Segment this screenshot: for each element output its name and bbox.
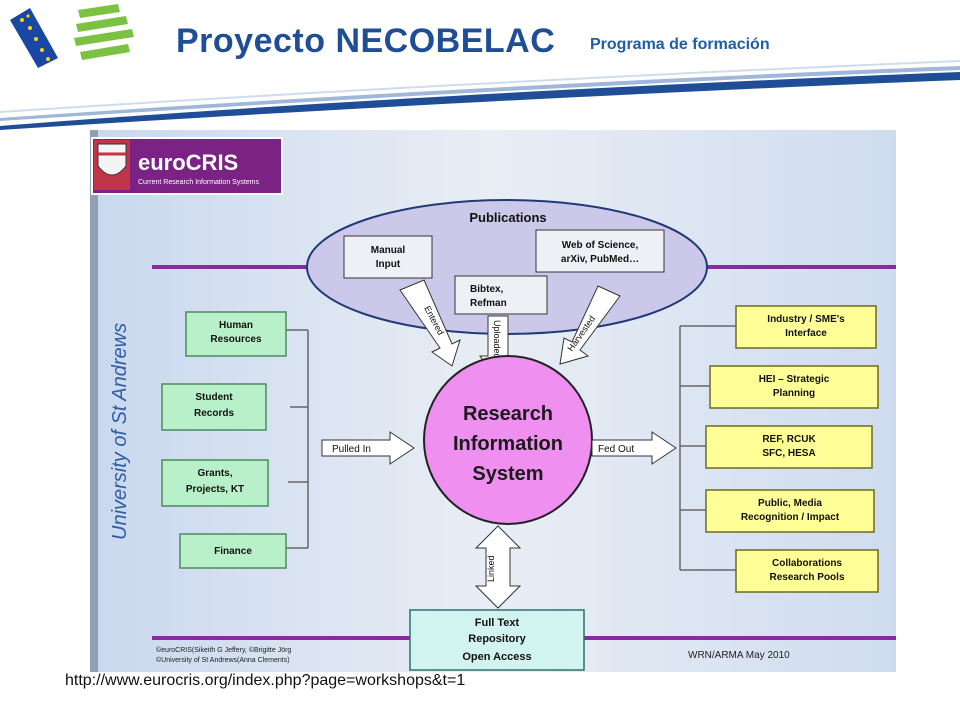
- arrow-fed-out: Fed Out: [591, 431, 677, 465]
- svg-text:Collaborations: Collaborations: [772, 558, 842, 569]
- svg-text:Recognition / Impact: Recognition / Impact: [741, 512, 840, 523]
- output-box-hei-planning: HEI – Strategic Planning: [709, 365, 879, 409]
- output-connectors: [679, 325, 736, 571]
- slide-left-edge: [90, 130, 98, 672]
- svg-text:Bibtex,: Bibtex,: [470, 284, 504, 295]
- pub-box-manual-input: Manual Input: [343, 235, 433, 279]
- svg-text:Input: Input: [376, 259, 401, 270]
- svg-text:SFC, HESA: SFC, HESA: [762, 448, 815, 459]
- center-line-2: Information: [453, 433, 563, 455]
- brand-tagline: Current Research Information Systems: [138, 179, 259, 186]
- header: Proyecto NECOBELAC Programa de formación: [0, 0, 960, 130]
- svg-text:Public, Media: Public, Media: [758, 498, 822, 509]
- input-box-human-resources: Human Resources: [185, 311, 287, 357]
- svg-text:Open Access: Open Access: [462, 651, 531, 663]
- svg-text:Human: Human: [219, 320, 253, 331]
- svg-text:Web of Science,: Web of Science,: [562, 240, 639, 251]
- svg-text:REF, RCUK: REF, RCUK: [762, 434, 816, 445]
- input-connectors: [286, 329, 309, 549]
- output-box-collaborations: Collaborations Research Pools: [735, 549, 879, 593]
- input-box-grants: Grants, Projects, KT: [161, 459, 269, 507]
- svg-text:Repository: Repository: [468, 633, 526, 645]
- header-swoosh: [0, 60, 960, 130]
- university-label: University of St Andrews: [109, 323, 131, 540]
- project-title: Proyecto NECOBELAC: [176, 22, 556, 60]
- svg-text:Uploaded: Uploaded: [492, 320, 502, 359]
- svg-text:Manual: Manual: [371, 245, 406, 256]
- center-line-1: Research: [463, 403, 553, 425]
- brand-name: euroCRIS: [138, 150, 238, 175]
- center-line-3: System: [472, 463, 543, 485]
- arrow-pulled-in: Pulled In: [321, 431, 415, 465]
- slide-credit-1: ©euroCRIS(Sikeith G Jeffery, ©Brigitte J…: [156, 646, 291, 654]
- output-box-industry: Industry / SME's Interface: [735, 305, 877, 349]
- source-url[interactable]: http://www.eurocris.org/index.php?page=w…: [65, 672, 466, 689]
- cris-diagram: euroCRIS Current Research Information Sy…: [90, 130, 896, 672]
- svg-text:Grants,: Grants,: [197, 468, 232, 479]
- svg-text:Planning: Planning: [773, 388, 815, 399]
- program-label: Programa de formación: [590, 36, 770, 53]
- svg-text:HEI – Strategic: HEI – Strategic: [759, 374, 830, 385]
- svg-text:Finance: Finance: [214, 546, 252, 557]
- svg-text:Pulled In: Pulled In: [332, 444, 371, 455]
- necobelac-bars-logo-icon: [74, 4, 134, 60]
- svg-text:Resources: Resources: [210, 334, 262, 345]
- svg-text:Fed Out: Fed Out: [598, 444, 634, 455]
- slide-credit-2: ©University of St Andrews(Anna Clements): [156, 656, 290, 664]
- output-box-ref-rcuk: REF, RCUK SFC, HESA: [705, 425, 873, 469]
- input-box-finance: Finance: [179, 533, 287, 569]
- eu-flag-logo-icon: [10, 8, 58, 68]
- svg-text:Projects, KT: Projects, KT: [186, 484, 244, 495]
- svg-text:Interface: Interface: [785, 328, 827, 339]
- svg-text:Linked: Linked: [486, 555, 496, 582]
- pub-box-bibtex: Bibtex, Refman: [454, 275, 548, 315]
- publications-title: Publications: [469, 210, 546, 225]
- eurocris-logo: euroCRIS Current Research Information Sy…: [91, 137, 283, 195]
- arrow-linked: Linked: [474, 525, 522, 609]
- svg-text:Student: Student: [195, 392, 233, 403]
- input-box-student-records: Student Records: [161, 383, 267, 431]
- svg-text:Industry / SME's: Industry / SME's: [767, 314, 845, 325]
- svg-text:Research Pools: Research Pools: [769, 572, 844, 583]
- svg-text:Records: Records: [194, 408, 234, 419]
- slide-event-label: WRN/ARMA May 2010: [688, 650, 790, 661]
- repository-box: Full Text Repository Open Access: [409, 609, 585, 671]
- output-box-public-media: Public, Media Recognition / Impact: [705, 489, 875, 533]
- svg-text:Refman: Refman: [470, 298, 507, 309]
- svg-text:Full Text: Full Text: [475, 617, 520, 629]
- pub-box-web-of-science: Web of Science, arXiv, PubMed…: [535, 229, 665, 273]
- svg-text:arXiv, PubMed…: arXiv, PubMed…: [561, 254, 639, 265]
